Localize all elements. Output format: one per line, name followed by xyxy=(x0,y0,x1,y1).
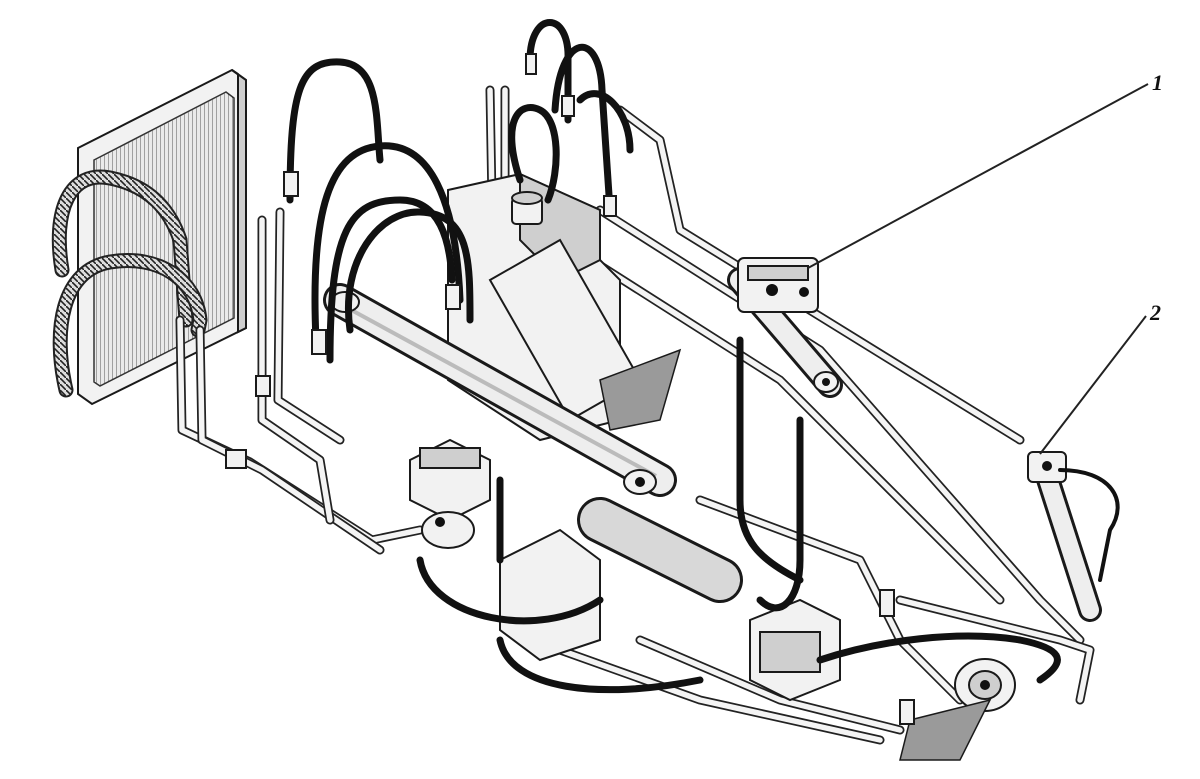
hydraulic-tank xyxy=(447,172,682,442)
steering-unit xyxy=(899,658,1016,761)
distributor-valve xyxy=(409,438,491,549)
callout-2-label: 2 xyxy=(1149,300,1161,325)
oil-cooler xyxy=(77,68,247,406)
rear-cylinder xyxy=(1027,451,1120,622)
lift-cylinders xyxy=(323,283,677,497)
callout-1-label: 1 xyxy=(1152,70,1163,95)
pipe-fittings xyxy=(225,53,915,725)
pump-assembly xyxy=(499,497,841,702)
flexible-hoses xyxy=(286,19,1061,694)
cooler-corrugated-hoses xyxy=(51,169,208,398)
steering-cylinder xyxy=(727,257,843,398)
callout-1-leader xyxy=(807,83,1149,269)
callout-2-leader xyxy=(1039,315,1147,455)
